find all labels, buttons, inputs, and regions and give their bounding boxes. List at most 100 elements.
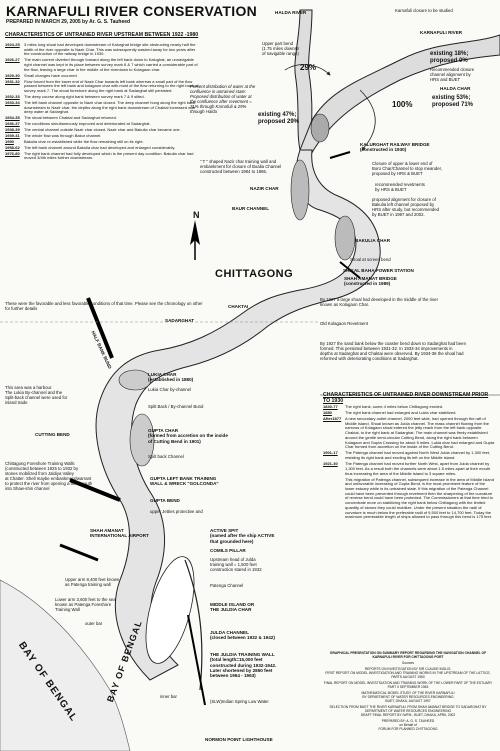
upstream-event-year: 1938-39 bbox=[5, 127, 20, 132]
upstream-event-year: 1934-35 bbox=[5, 115, 20, 121]
downstream-header: CHARACTERISTICS OF UNTRAINED RIVER DOWNS… bbox=[323, 392, 489, 404]
julda-training-wall-label: THE JULDIA TRAINING WALL (total length=1… bbox=[210, 652, 277, 679]
upstream-event-text: 3 miles long shoal had developed downstr… bbox=[24, 42, 196, 57]
foreshore-walls-label: Chittagong Foreshore Training Walls (con… bbox=[5, 461, 93, 491]
closure-upper-label: Closure of upper & lower end of Boro Cha… bbox=[372, 161, 442, 176]
downstream-event-year bbox=[323, 478, 345, 520]
upstream-event-year: 1931-32 bbox=[5, 78, 20, 84]
lower-arm-label: Lower arm 3,600 feet to the sea known as… bbox=[55, 597, 116, 612]
downstream-event-row: 1880 The right bank channel had enlarged … bbox=[323, 410, 495, 416]
upstream-event-text: The deep course along right bank between… bbox=[24, 93, 145, 99]
half-bank-bund-wall bbox=[86, 297, 114, 359]
recommended-closure-label: Recommended closure channel alignment by… bbox=[430, 67, 475, 82]
upstream-event-year: 1976-80 bbox=[5, 150, 20, 156]
upstream-event-row: 1934-35 The shoal between Chaktai and Sad… bbox=[5, 115, 200, 121]
upstream-event-row: 1926-27 The main current diverted through… bbox=[5, 57, 200, 72]
slw-label: (SLW)Indian Spring Low Water bbox=[210, 699, 269, 704]
julda-channel-line bbox=[184, 559, 203, 691]
present-distribution-label: Present distribution of water at the con… bbox=[190, 84, 256, 114]
upstream-event-text: The whole flow was through Bakur channel… bbox=[24, 132, 102, 138]
upstream-event-year: 1929-30 bbox=[5, 72, 20, 78]
downstream-event-text: The Patenga channel had moved further No… bbox=[345, 461, 491, 476]
reference-item: Sources bbox=[401, 661, 415, 666]
chittagong-label: CHITTAGONG bbox=[215, 268, 294, 280]
upstream-event-row: 1932-33 The deep course along right bank … bbox=[5, 93, 200, 100]
upper-jetties-label: upper Jetties protective and bbox=[150, 509, 203, 514]
shoal-screen-label: Shoal at screen bend bbox=[350, 257, 391, 262]
kalurghat-bridge-label: KALURGHAT RAILWAY BRIDGE (constructed in… bbox=[360, 142, 430, 153]
reference-item: REPORTS ON INVESTIGATION BY SIR CLAUDE I… bbox=[325, 667, 491, 680]
patenga-training-wall bbox=[69, 478, 121, 502]
upstream-event-text: Flow forced from the lower end of Nazir … bbox=[24, 78, 199, 94]
reference-item: PREPARED BY: A. G. S. TAUHEED on Behalf … bbox=[378, 719, 438, 732]
upstream-event-text: Small changes have occurred bbox=[24, 72, 77, 78]
shikal-baha-label: SHIKAL BAHA POWER STATION bbox=[343, 268, 414, 273]
upstream-event-row: 1929-30 Small changes have occurred bbox=[5, 72, 200, 79]
upstream-event-text: The shoal between Chaktai and Sadarghat … bbox=[24, 115, 117, 121]
downstream-event-text: The right bank channel had enlarged and … bbox=[345, 410, 457, 416]
left-bank-note: By 1927 the sand bank below the coaster … bbox=[320, 341, 466, 361]
bakulia-char-label: BAKULIA CHAR bbox=[355, 238, 391, 243]
downstream-event-year: 1840-77 bbox=[323, 404, 338, 409]
pct-100-label: 100% bbox=[392, 100, 413, 109]
karnafuli-closure-label: Karnafuli closure to be studied bbox=[395, 8, 453, 13]
upstream-event-year: 1926-27 bbox=[5, 57, 20, 63]
estuary bbox=[0, 579, 131, 751]
upstream-event-year: 1933-34 bbox=[5, 99, 20, 105]
downstream-event-year: 1880 bbox=[323, 410, 332, 416]
upstream-header: CHARACTERISTICS OF UNTRAINED RIVER UPSTR… bbox=[5, 32, 199, 38]
north-arrow bbox=[190, 220, 200, 245]
upstream-event-text: The conditions simultaneously improved a… bbox=[24, 121, 151, 127]
flow-arrow-100 bbox=[359, 89, 376, 151]
references-block: GRAPHICAL PRESENTATION ON SUMMARY REPORT… bbox=[322, 651, 494, 735]
gupta-char-label: GUPTA CHAR (formed from accretion on the… bbox=[148, 428, 228, 444]
upstream-event-row: 1931-32 Flow forced from the lower end of… bbox=[5, 78, 200, 94]
lukia-char-label: LUKIA CHAR (established in 1880) bbox=[148, 372, 194, 383]
middle-island-label: MIDDLE ISLAND OR THE JULDIA CHAR bbox=[210, 602, 255, 613]
karnafuli-river-label: KARNAFULI RIVER bbox=[420, 30, 463, 35]
upstream-event-year: 1939-41 bbox=[5, 132, 20, 138]
reference-item: MATHEMATICAL MODEL STUDY OF THE RIVER KA… bbox=[361, 691, 455, 704]
upper-part-bend-label: Upper part bend (1.75 miles downstr of n… bbox=[262, 41, 300, 56]
existing-18-label: existing 18%; proposed 0% bbox=[430, 51, 469, 64]
upstream-event-year: 1932-33 bbox=[5, 93, 20, 99]
middle-island bbox=[145, 556, 195, 664]
chaktai-label: CHAKTAI bbox=[228, 304, 249, 309]
upstream-event-year: 1936-37 bbox=[5, 121, 20, 127]
halda-river-label: HALDA RIVER bbox=[275, 10, 307, 15]
flow-arrow-29 bbox=[284, 64, 331, 76]
outer-bar-label: outer bar bbox=[85, 621, 103, 626]
lukia-bychannel-label: Lukia Char by-channel bbox=[148, 387, 191, 392]
gupta-bend-label: GUPTA BEND bbox=[150, 498, 180, 503]
upstream-event-row: 1936-37 The conditions simultaneously imp… bbox=[5, 121, 200, 127]
recommended-revetments-label: recommended revetments by HRS & BUET bbox=[375, 182, 425, 192]
lukia-char-shape bbox=[118, 369, 152, 391]
upstream-event-text: The central channel outside Nazir char c… bbox=[24, 127, 181, 132]
downstream-event-text: This migration of Patenga channel, subse… bbox=[345, 476, 494, 520]
inner-bar-label: inner bar bbox=[160, 694, 177, 699]
spilt-back-channel-label: Spilt back Channel bbox=[148, 454, 184, 459]
prepared-by: PREPARED IN MARCH 29, 2005 by Ar. G. S. … bbox=[6, 19, 131, 25]
t-shaped-wall-label: " T " shaped Nazir char training wall an… bbox=[200, 159, 282, 174]
julda-training-wall bbox=[187, 614, 206, 706]
upstream-event-row: 1939-41 The whole flow was through Bakur … bbox=[5, 132, 200, 139]
baur-channel-label: BAUR CHANNEL bbox=[232, 206, 270, 211]
nazir-char-shape bbox=[290, 159, 310, 221]
shah-amanat-bridge-label: SHAH AMANAT BRIDGE (constructed in 1989) bbox=[344, 276, 397, 287]
upstream-event-text: The main current diverted through forwar… bbox=[24, 57, 198, 72]
existing-47-label: existing 47%; proposed 29% bbox=[258, 112, 300, 125]
reference-item: SELECTION FROM BUET THE RIVER KARNAFULI … bbox=[329, 705, 487, 718]
active-spit-label: ACTIVE SPIT (named after the ship ACTIVE… bbox=[210, 528, 275, 544]
old-kolagaon-label: Old Kolagaon Revetment bbox=[320, 321, 369, 326]
upstream-event-year: 1958-62 bbox=[5, 144, 20, 150]
proposed-alignment-label: proposed alignment for closure of Bakuli… bbox=[372, 197, 440, 217]
existing-53-label: existing 53%; proposed 71% bbox=[432, 95, 474, 108]
spilt-back-label: Spilt Back / By-channel Bund bbox=[148, 404, 204, 409]
